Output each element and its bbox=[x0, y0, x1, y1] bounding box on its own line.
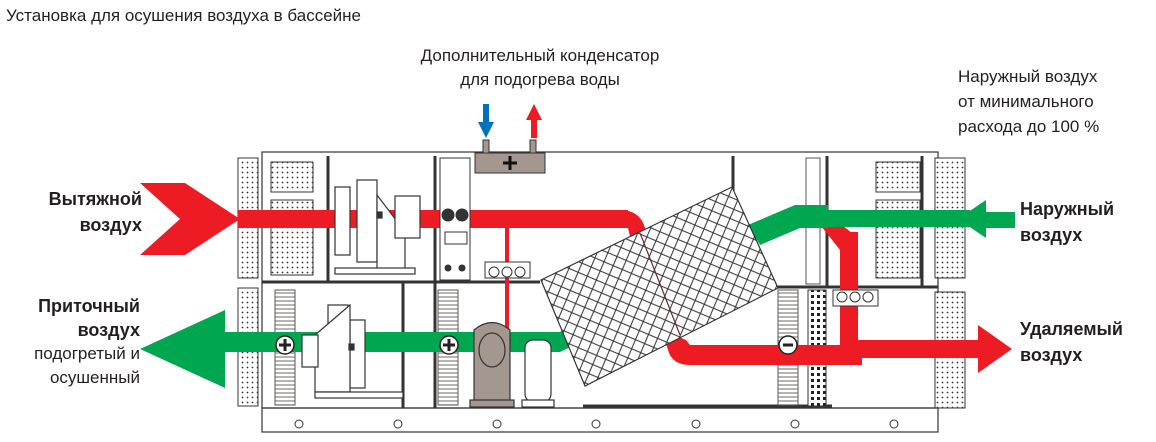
additional-condenser bbox=[474, 139, 546, 174]
condenser-label-line1: Дополнительный конденсатор bbox=[420, 46, 660, 65]
removed-air-label: Удаляемый воздух bbox=[1020, 316, 1123, 368]
condenser-label-line2: для подогрева воды bbox=[460, 70, 620, 89]
supply-air-line2: воздух bbox=[77, 320, 140, 340]
exhaust-air-line2: воздух bbox=[79, 215, 142, 235]
cold-water-in-arrow-icon bbox=[478, 104, 494, 138]
supply-fan bbox=[301, 303, 404, 399]
outdoor-air-label: Наружный воздух bbox=[1020, 196, 1114, 248]
heater-plus-icon bbox=[275, 335, 459, 355]
receiver-tank bbox=[521, 339, 555, 408]
condenser-label: Дополнительный конденсатор для подогрева… bbox=[385, 44, 695, 92]
electrical-panel bbox=[439, 157, 879, 307]
exhaust-air-line1: Вытяжной bbox=[48, 189, 142, 209]
outside-air-note: Наружный воздух от минимального расхода … bbox=[958, 64, 1099, 139]
exhaust-air-label: Вытяжной воздух bbox=[30, 186, 142, 238]
supply-air-line4: осушенный bbox=[49, 368, 140, 387]
exhaust-fan bbox=[334, 179, 421, 275]
removed-air-line2: воздух bbox=[1020, 345, 1083, 365]
supply-air-label: Приточный воздух подогретый и осушенный bbox=[14, 294, 140, 390]
unit-casing bbox=[261, 151, 939, 433]
outdoor-air-line1: Наружный bbox=[1020, 199, 1115, 219]
compressor bbox=[469, 321, 515, 408]
removed-air-line1: Удаляемый bbox=[1020, 319, 1123, 339]
outdoor-air-line2: воздух bbox=[1020, 225, 1083, 245]
plate-heat-exchanger bbox=[540, 186, 779, 387]
supply-air-line3: подогретый и bbox=[34, 344, 140, 363]
outside-note-line3: расхода до 100 % bbox=[958, 117, 1100, 136]
hot-water-out-arrow-icon bbox=[526, 104, 542, 138]
outside-note-line1: Наружный воздух bbox=[958, 67, 1098, 86]
outside-note-line2: от минимального bbox=[958, 92, 1094, 111]
base-rail-holes bbox=[294, 419, 899, 429]
diagram-title: Установка для осушения воздуха в бассейн… bbox=[6, 6, 361, 25]
cooler-minus-icon bbox=[778, 335, 798, 355]
supply-air-line1: Приточный bbox=[38, 296, 140, 316]
